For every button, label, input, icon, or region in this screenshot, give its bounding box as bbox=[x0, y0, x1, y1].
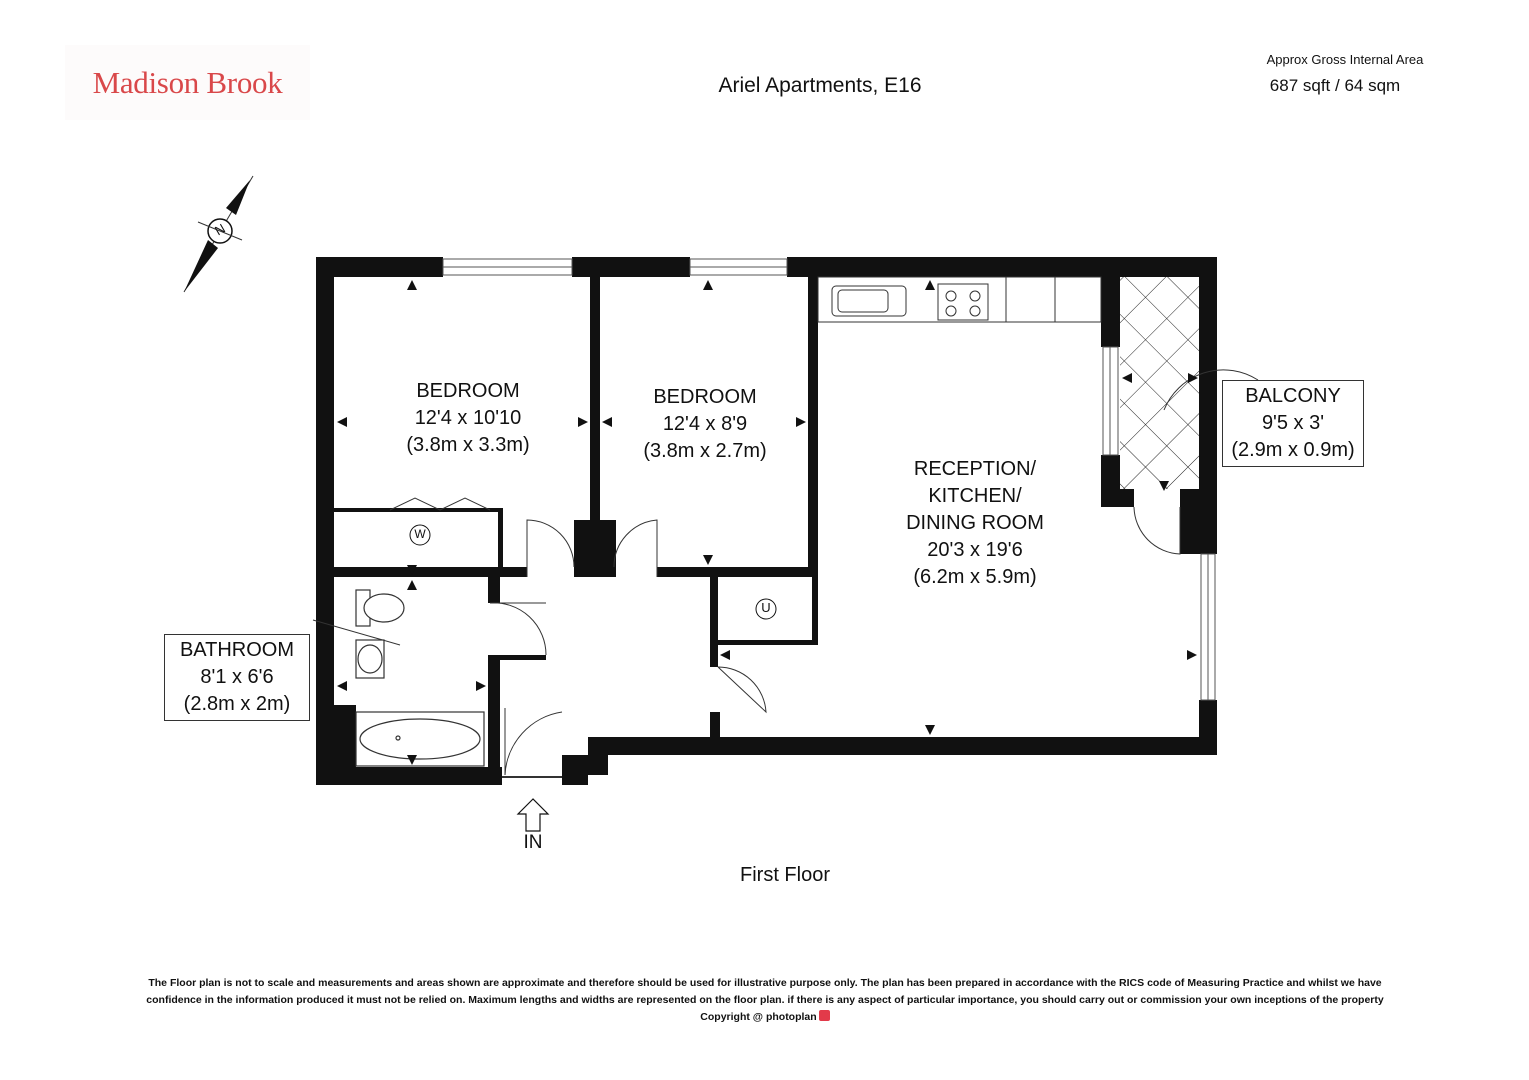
doors bbox=[389, 369, 1259, 778]
room-name: BEDROOM bbox=[653, 386, 757, 408]
room-name: BEDROOM bbox=[416, 380, 520, 402]
area-value: 687 sqft / 64 sqm bbox=[1269, 76, 1401, 95]
bathroom-fixtures bbox=[355, 589, 485, 767]
room-dims-metric: (3.8m x 2.7m) bbox=[643, 440, 767, 462]
floor-name: First Floor bbox=[740, 864, 830, 886]
room-dims-imperial: 12'4 x 8'9 bbox=[662, 413, 748, 435]
disclaimer: The Floor plan is not to scale and measu… bbox=[60, 975, 1470, 1026]
utility-symbol bbox=[755, 598, 777, 620]
bathroom-leader-line bbox=[312, 619, 401, 646]
room-name: BALCONY bbox=[1245, 385, 1341, 407]
room-dims-imperial: 8'1 x 6'6 bbox=[200, 666, 274, 688]
washer-symbol bbox=[409, 524, 431, 546]
copyright: Copyright @ photoplan bbox=[700, 1011, 817, 1023]
balcony-floor bbox=[1120, 267, 1200, 489]
room-dims-metric: (2.8m x 2m) bbox=[183, 693, 291, 715]
dimension-arrows bbox=[337, 280, 1198, 765]
room-balcony: BALCONY 9'5 x 3' (2.9m x 0.9m) bbox=[1222, 380, 1364, 467]
entrance-arrow-icon bbox=[516, 798, 550, 832]
windows bbox=[442, 258, 1216, 701]
room-dims-imperial: 9'5 x 3' bbox=[1261, 412, 1325, 434]
room-dims-metric: (3.8m x 3.3m) bbox=[406, 434, 530, 456]
kitchen-counter bbox=[817, 276, 1102, 323]
photoplan-logo-icon bbox=[818, 1010, 830, 1021]
room-dims-metric: (2.9m x 0.9m) bbox=[1231, 439, 1355, 461]
room-reception: RECEPTION/ KITCHEN/ DINING ROOM 20'3 x 1… bbox=[870, 456, 1080, 591]
room-bedroom-1: BEDROOM 12'4 x 10'10 (3.8m x 3.3m) bbox=[368, 378, 568, 459]
logo-text: Madison Brook bbox=[92, 64, 283, 100]
disclaimer-line: The Floor plan is not to scale and measu… bbox=[148, 977, 1382, 989]
room-dims-imperial: 12'4 x 10'10 bbox=[414, 407, 522, 429]
room-name: DINING ROOM bbox=[906, 512, 1044, 534]
room-name: BATHROOM bbox=[179, 639, 295, 661]
area-label: Approx Gross Internal Area bbox=[1266, 52, 1424, 67]
room-dims-metric: (6.2m x 5.9m) bbox=[913, 566, 1037, 588]
room-name: KITCHEN/ bbox=[928, 485, 1022, 507]
company-logo: Madison Brook bbox=[65, 45, 310, 120]
room-bathroom: BATHROOM 8'1 x 6'6 (2.8m x 2m) bbox=[164, 634, 310, 721]
entrance-label: IN bbox=[523, 832, 543, 853]
property-title: Ariel Apartments, E16 bbox=[718, 74, 922, 97]
washer-label: W bbox=[414, 527, 426, 541]
room-name: RECEPTION/ bbox=[913, 458, 1037, 480]
disclaimer-line: confidence in the information produced i… bbox=[146, 994, 1384, 1006]
room-dims-imperial: 20'3 x 19'6 bbox=[927, 539, 1023, 561]
room-bedroom-2: BEDROOM 12'4 x 8'9 (3.8m x 2.7m) bbox=[605, 384, 805, 465]
walls bbox=[316, 257, 1217, 785]
compass-icon bbox=[183, 175, 254, 293]
utility-label: U bbox=[761, 600, 771, 615]
